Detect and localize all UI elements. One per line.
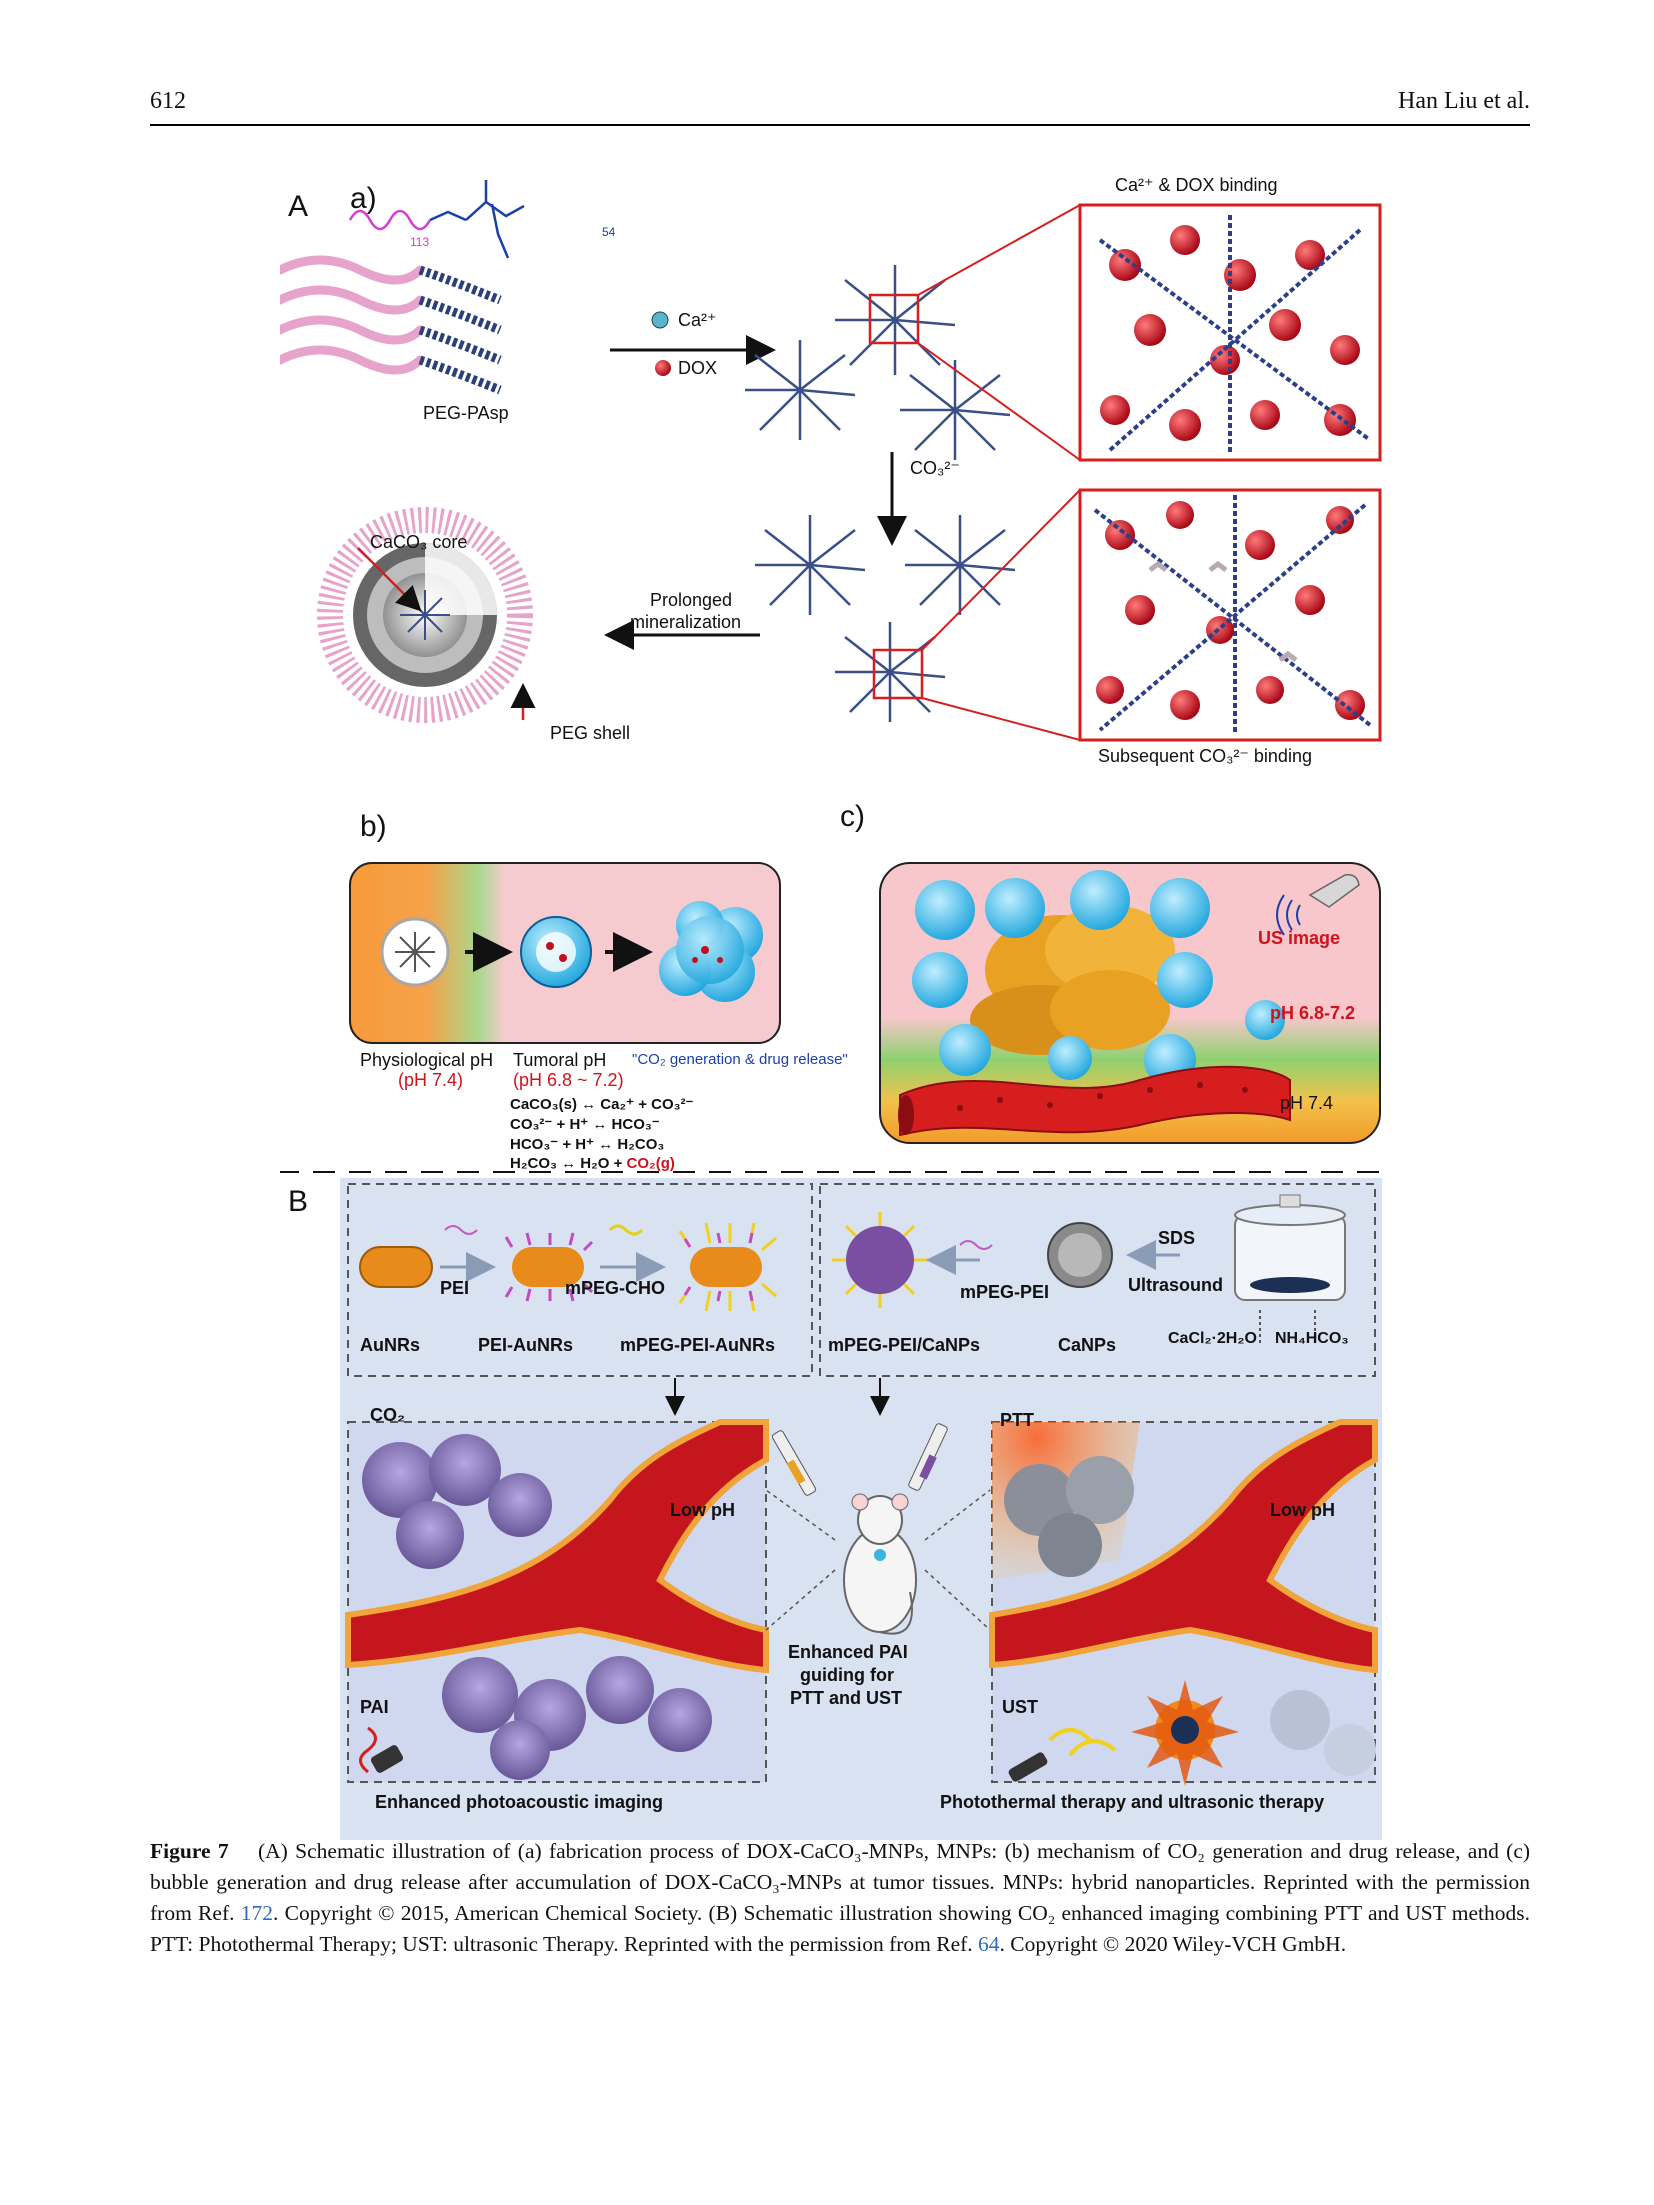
syringe-left-icon (771, 1430, 817, 1496)
caco3-core-label: CaCO₃ core (370, 532, 468, 552)
physiological-ph-label: Physiological pH (360, 1050, 494, 1070)
caption-text-3: . Copyright © 2020 Wiley-VCH GmbH. (999, 1932, 1347, 1956)
sub-a-letter: a) (350, 182, 377, 215)
figure-graphics (280, 180, 1390, 1840)
binding-top-label: Ca²⁺ & DOX binding (1115, 175, 1278, 195)
peg-repeat-count: 113 (410, 235, 430, 249)
pei-aunrs-label: PEI-AuNRs (478, 1335, 574, 1355)
caption-text-1: (A) Schematic illustration of (a) fabric… (150, 1839, 1531, 1925)
dox-binding-spheres (1098, 215, 1372, 455)
ptt-label: PTT (1000, 1410, 1034, 1430)
tumoral-ph-value: (pH 6.8 ~ 7.2) (513, 1070, 624, 1090)
mouse-illustration (843, 1493, 917, 1635)
equation-4-co2: CO₂(g) (626, 1155, 675, 1172)
mineralization-label: mineralization (630, 612, 742, 632)
canps-label: CaNPs (1058, 1335, 1117, 1355)
vessel-right (989, 1419, 1378, 1674)
caption-ref-64[interactable]: 64 (978, 1932, 1000, 1956)
co2-generation-note: "CO₂ generation & drug release" (632, 1051, 848, 1068)
vessel-left (345, 1419, 769, 1674)
ust-probe-icon (1008, 1752, 1048, 1782)
ultrasound-label: Ultrasound (1128, 1275, 1224, 1295)
equation-2: CO₃²⁻ + H⁺ ↔ HCO₃⁻ (510, 1116, 660, 1133)
micelle-cluster-bottom (755, 515, 1016, 722)
middle-line-3: PTT and UST (790, 1688, 902, 1708)
blood-vessel (899, 1065, 1291, 1137)
bubble-cluster (659, 901, 763, 1002)
low-ph-left-label: Low pH (670, 1500, 735, 1520)
pei-aunr-icon (504, 1232, 594, 1302)
ph-tumor-label: pH 6.8-7.2 (1270, 1003, 1356, 1023)
ust-explosion (1131, 1680, 1239, 1786)
ca-ion-icon (651, 311, 669, 329)
ultrasound-probe-icon (1308, 873, 1360, 908)
pasp-repeat-count: 54 (602, 225, 616, 239)
caption-ref-172[interactable]: 172 (240, 1901, 273, 1925)
nh4hco3-label: NH₄HCO₃ (1275, 1330, 1349, 1347)
panel-a-letter: A (288, 190, 309, 223)
prolonged-label: Prolonged (650, 590, 733, 610)
middle-line-2: guiding for (800, 1665, 894, 1685)
pei-label: PEI (440, 1278, 470, 1298)
left-box-title: Enhanced photoacoustic imaging (375, 1792, 664, 1812)
caption-text-2: . Copyright © 2015, American Chemical So… (150, 1901, 1530, 1956)
caption-label: Figure 7 (150, 1839, 229, 1863)
ca-ion-label: Ca²⁺ (678, 310, 717, 330)
middle-line-1: Enhanced PAI (788, 1642, 908, 1662)
right-box-title: Photothermal therapy and ultrasonic ther… (940, 1792, 1325, 1812)
figure-caption: Figure 7 (A) Schematic illustration of (… (150, 1836, 1530, 1960)
mpeg-pei-canps-label: mPEG-PEI/CaNPs (828, 1335, 981, 1355)
aunrs-label: AuNRs (360, 1335, 421, 1355)
figure-7: A a) 113 54 PEG-PAsp Ca²⁺ DOX Ca²⁺ & DOX… (280, 160, 1390, 1840)
co3-binding-spheres (1093, 495, 1372, 735)
co3-label: CO₃²⁻ (910, 458, 960, 478)
pai-label: PAI (360, 1697, 389, 1717)
reactor-vessel-icon (1234, 1194, 1346, 1301)
running-head: Han Liu et al. (1398, 88, 1530, 114)
ust-label: UST (1002, 1697, 1038, 1717)
aunr-icon (359, 1246, 433, 1288)
co2-label: CO₂ (370, 1405, 405, 1425)
equation-4: H₂CO₃ ↔ H₂O + CO₂(g) (510, 1155, 675, 1172)
peg-pasp-label: PEG-PAsp (423, 403, 509, 423)
dox-icon (655, 360, 671, 376)
header-rule (150, 124, 1530, 126)
page-number: 612 (150, 88, 186, 114)
peg-shell-label: PEG shell (550, 723, 631, 743)
physiological-ph-value: (pH 7.4) (398, 1070, 464, 1090)
tumor-cells-left (362, 1434, 712, 1780)
panel-c-bubbles (912, 870, 1285, 1086)
sds-label: SDS (1158, 1228, 1196, 1248)
gold-nanorod-cluster (970, 905, 1175, 1055)
peg-pasp-strands (280, 255, 502, 395)
panel-b-letter: B (288, 1185, 309, 1218)
tumoral-ph-label: Tumoral pH (513, 1050, 607, 1070)
mpeg-cho-label: mPEG-CHO (565, 1278, 666, 1298)
equation-3: HCO₃⁻ + H⁺ ↔ H₂CO₃ (510, 1136, 665, 1153)
sub-c-letter: c) (840, 800, 865, 833)
sub-b-letter: b) (360, 810, 387, 843)
low-ph-right-label: Low pH (1270, 1500, 1335, 1520)
equation-1: CaCO₃(s) ↔ Ca₂⁺ + CO₃²⁻ (510, 1096, 694, 1113)
mpeg-pei-canp-icon (832, 1212, 928, 1308)
ph-blood-label: pH 7.4 (1280, 1093, 1334, 1113)
mpeg-pei-label: mPEG-PEI (960, 1282, 1050, 1302)
binding-bottom-label: Subsequent CO₃²⁻ binding (1098, 746, 1312, 766)
us-image-label: US image (1258, 928, 1341, 948)
dox-label: DOX (678, 358, 718, 378)
pai-laser-icon (370, 1745, 404, 1773)
tumor-cells-right (1004, 1456, 1376, 1776)
equation-4-lhs: H₂CO₃ ↔ H₂O + (510, 1155, 627, 1172)
mpeg-pei-aunr-icon (678, 1222, 777, 1312)
peg-pasp-structure (348, 180, 525, 259)
syringe-right-icon (908, 1423, 948, 1491)
cacl2-label: CaCl₂·2H₂O (1168, 1330, 1257, 1347)
mpeg-pei-aunrs-label: mPEG-PEI-AuNRs (620, 1335, 776, 1355)
